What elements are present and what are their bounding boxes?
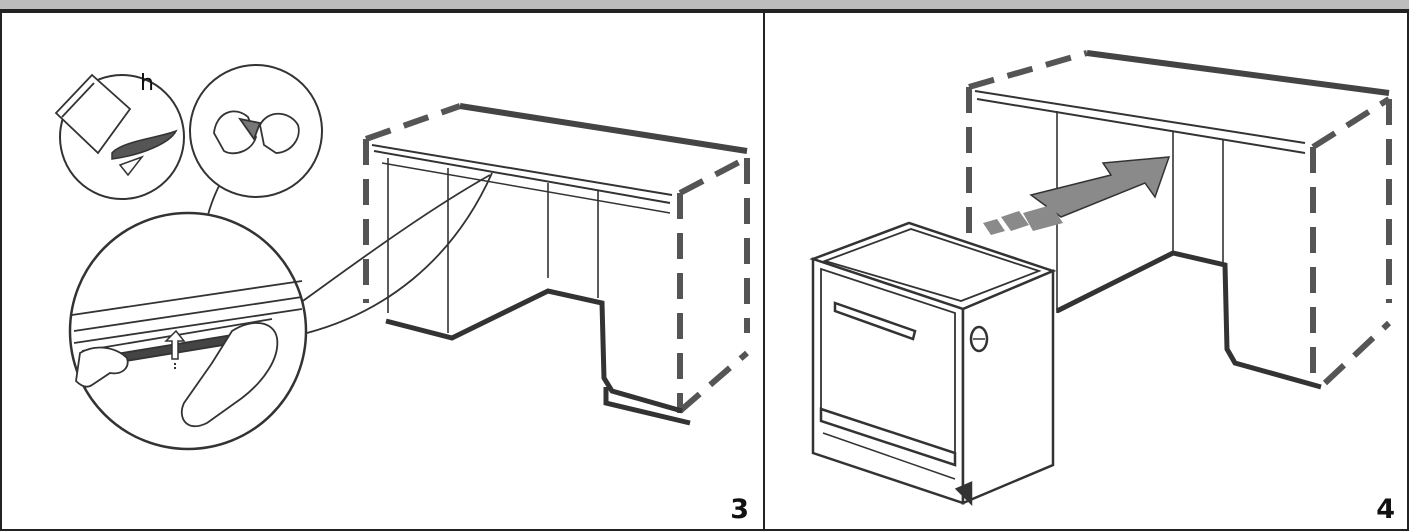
step-4-illustration (809, 50, 1392, 507)
adhesive-strip-icon (111, 129, 178, 177)
step-number-3: 3 (730, 494, 749, 525)
hands-icon (75, 322, 279, 428)
diagram-frame (0, 11, 1409, 531)
worktop-underside-detail (71, 280, 303, 362)
floor-plinth (1055, 250, 1322, 390)
cabinet-walls (387, 158, 599, 333)
step-number-4: 4 (1376, 494, 1395, 525)
insert-arrow-icon (983, 156, 1171, 235)
worktop-front-edge (371, 144, 673, 196)
niche-back-edge (459, 103, 748, 154)
niche-dashed-outline (966, 50, 1392, 386)
top-bar (0, 0, 1409, 11)
dishwasher-icon (809, 221, 1057, 507)
step-3-panel: h 3 (2, 13, 763, 529)
floor-plinth (385, 288, 691, 426)
step-3-illustration (54, 64, 750, 451)
cabinet-walls (1056, 111, 1224, 313)
step-4-panel: 4 (765, 13, 1407, 529)
up-arrow-icon (164, 329, 186, 371)
callout-label-h: h (140, 71, 154, 96)
niche-back-edge (1086, 50, 1390, 96)
worktop-front-edge (974, 90, 1306, 144)
panel-divider (763, 11, 765, 531)
accessory-bag-icon (54, 73, 132, 155)
peel-film-icon (213, 110, 300, 155)
niche-dashed-outline (363, 103, 750, 414)
